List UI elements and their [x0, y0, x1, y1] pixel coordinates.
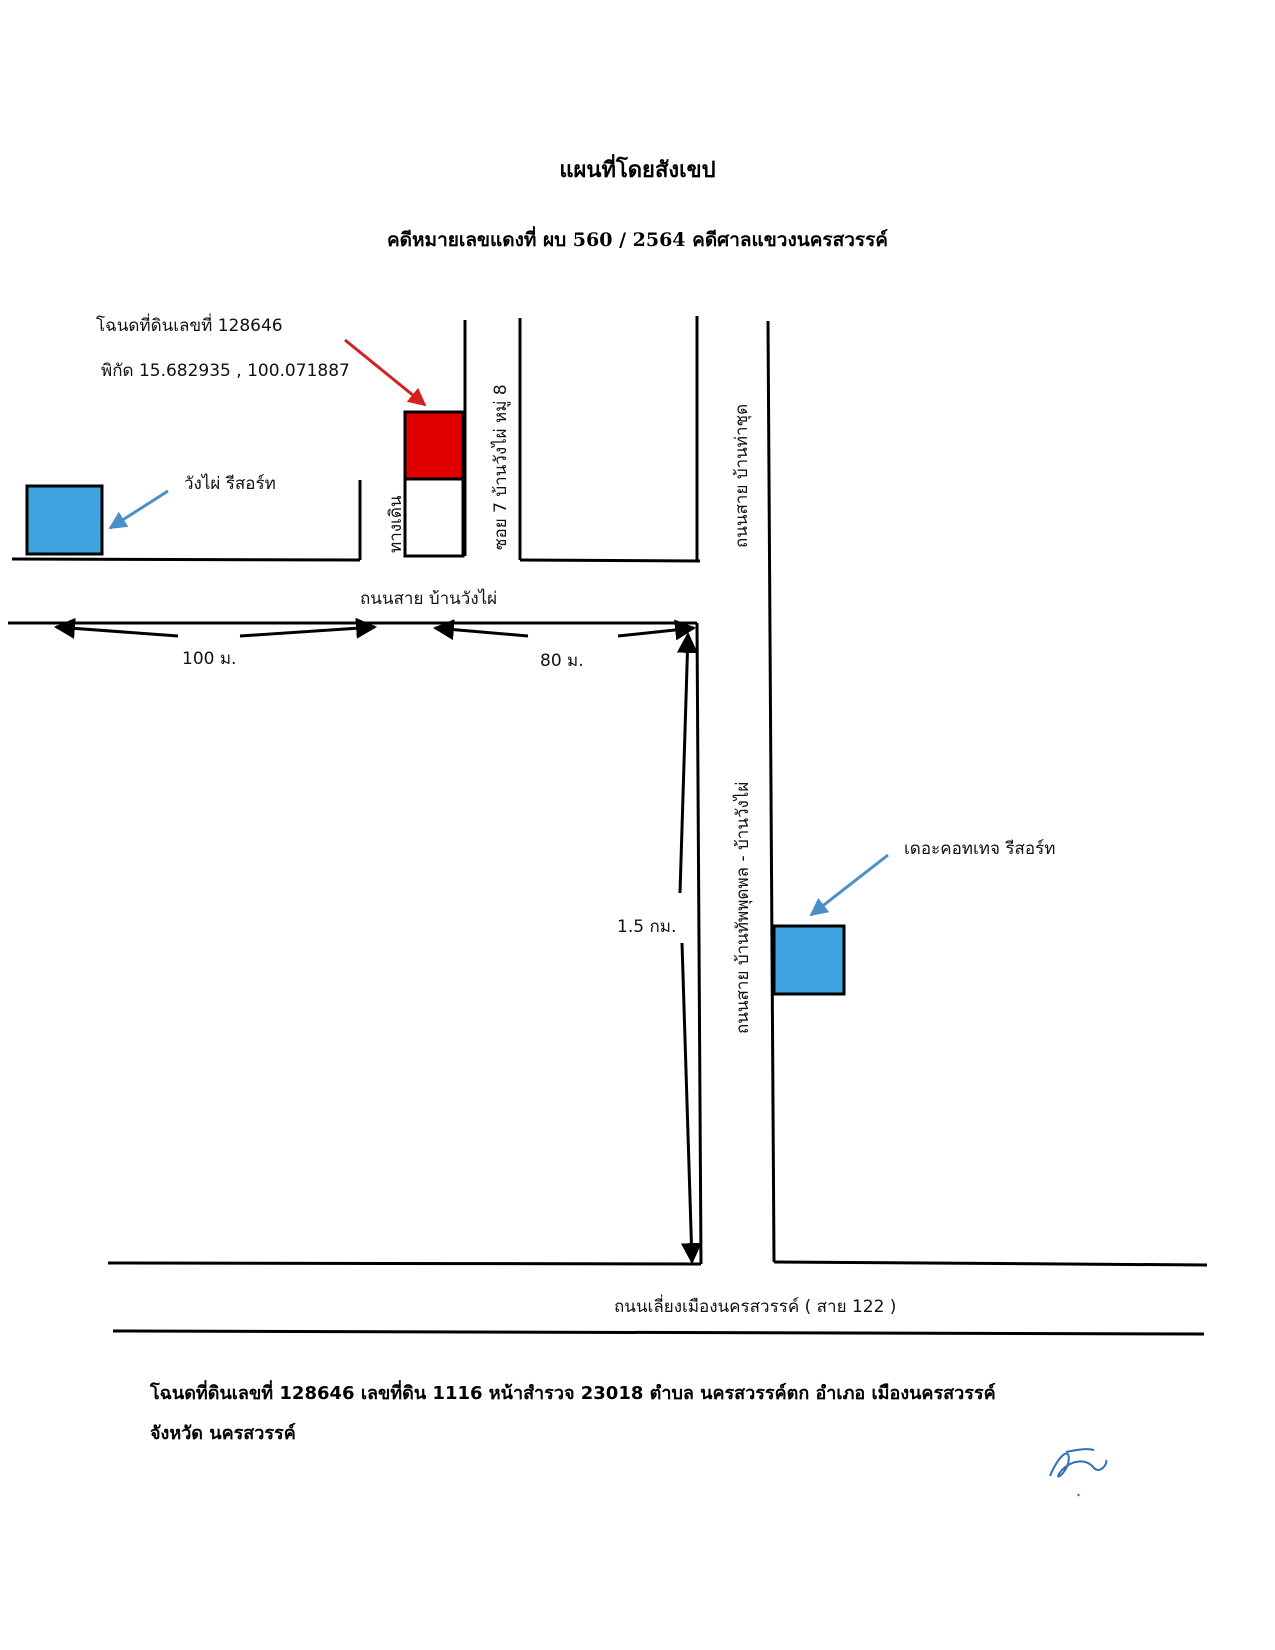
wang-phai-pointer-arrow [108, 489, 169, 530]
distance-1500m-label: 1.5 กม. [617, 917, 677, 937]
province-line: จังหวัด นครสวรรค์ [150, 1423, 296, 1444]
ban-wang-phai-road-label: ถนนสาย บ้านวังไผ่ [360, 589, 498, 609]
dimension-1500m-lower [680, 942, 702, 1265]
wang-phai-resort-label: วังไผ่ รีสอร์ท [184, 474, 276, 494]
distance-100m-label: 100 ม. [182, 649, 237, 669]
bypass-road-edge-upper-right [773, 1260, 1208, 1267]
cottage-resort-box [772, 924, 846, 996]
dimension-80m-right [617, 619, 697, 641]
page-title: แผนที่โดยสังเขป [559, 157, 716, 183]
distance-arrows [53, 617, 702, 1265]
dimension-1500m-upper [676, 631, 698, 894]
deed-number-label: โฉนดที่ดินเลขที่ 128646 [96, 316, 283, 336]
tha-chut-road-label: ถนนสาย บ้านท่าชุด [732, 403, 752, 548]
dimension-80m-left [432, 619, 529, 641]
wang-phai-resort-box [25, 484, 104, 556]
bypass-road-edge-upper-left [107, 1261, 702, 1266]
road-lines [8, 316, 1208, 1336]
walkway-label: ทางเดิน [386, 495, 406, 553]
thap-phut-road-label: ถนนสาย บ้านทัพพุดพล - บ้านวังไผ่ [733, 781, 753, 1034]
target-pointer-arrow [344, 338, 427, 407]
thap-phut-road-edge-left [695, 622, 703, 1265]
dimension-100m-right [239, 617, 378, 639]
bypass-road-label: ถนนเลี่ยงเมืองนครสวรรค์ ( สาย 122 ) [614, 1297, 897, 1317]
distance-80m-label: 80 ม. [540, 651, 584, 671]
east-road-edge-right [766, 320, 776, 1263]
deed-details-line: โฉนดที่ดินเลขที่ 128646 เลขที่ดิน 1116 ห… [150, 1383, 996, 1404]
road-edge-wangphai-upper-left [11, 557, 361, 562]
signature [1049, 1448, 1108, 1497]
cottage-pointer-arrow [809, 853, 889, 917]
bypass-road-edge-lower [112, 1329, 1205, 1336]
coordinates-label: พิกัด 15.682935 , 100.071887 [101, 361, 350, 381]
road-edge-wangphai-upper-right [519, 558, 701, 563]
adjacent-plot [403, 477, 465, 558]
cottage-resort-label: เดอะคอทเทจ รีสอร์ท [904, 839, 1056, 859]
target-plot-marker [403, 410, 465, 481]
dimension-100m-left [53, 617, 179, 639]
soi-7-label: ซอย 7 บ้านวังไผ่ หมู่ 8 [491, 384, 511, 550]
case-number: คดีหมายเลขแดงที่ ผบ 560 / 2564 คดีศาลแขว… [386, 229, 889, 251]
